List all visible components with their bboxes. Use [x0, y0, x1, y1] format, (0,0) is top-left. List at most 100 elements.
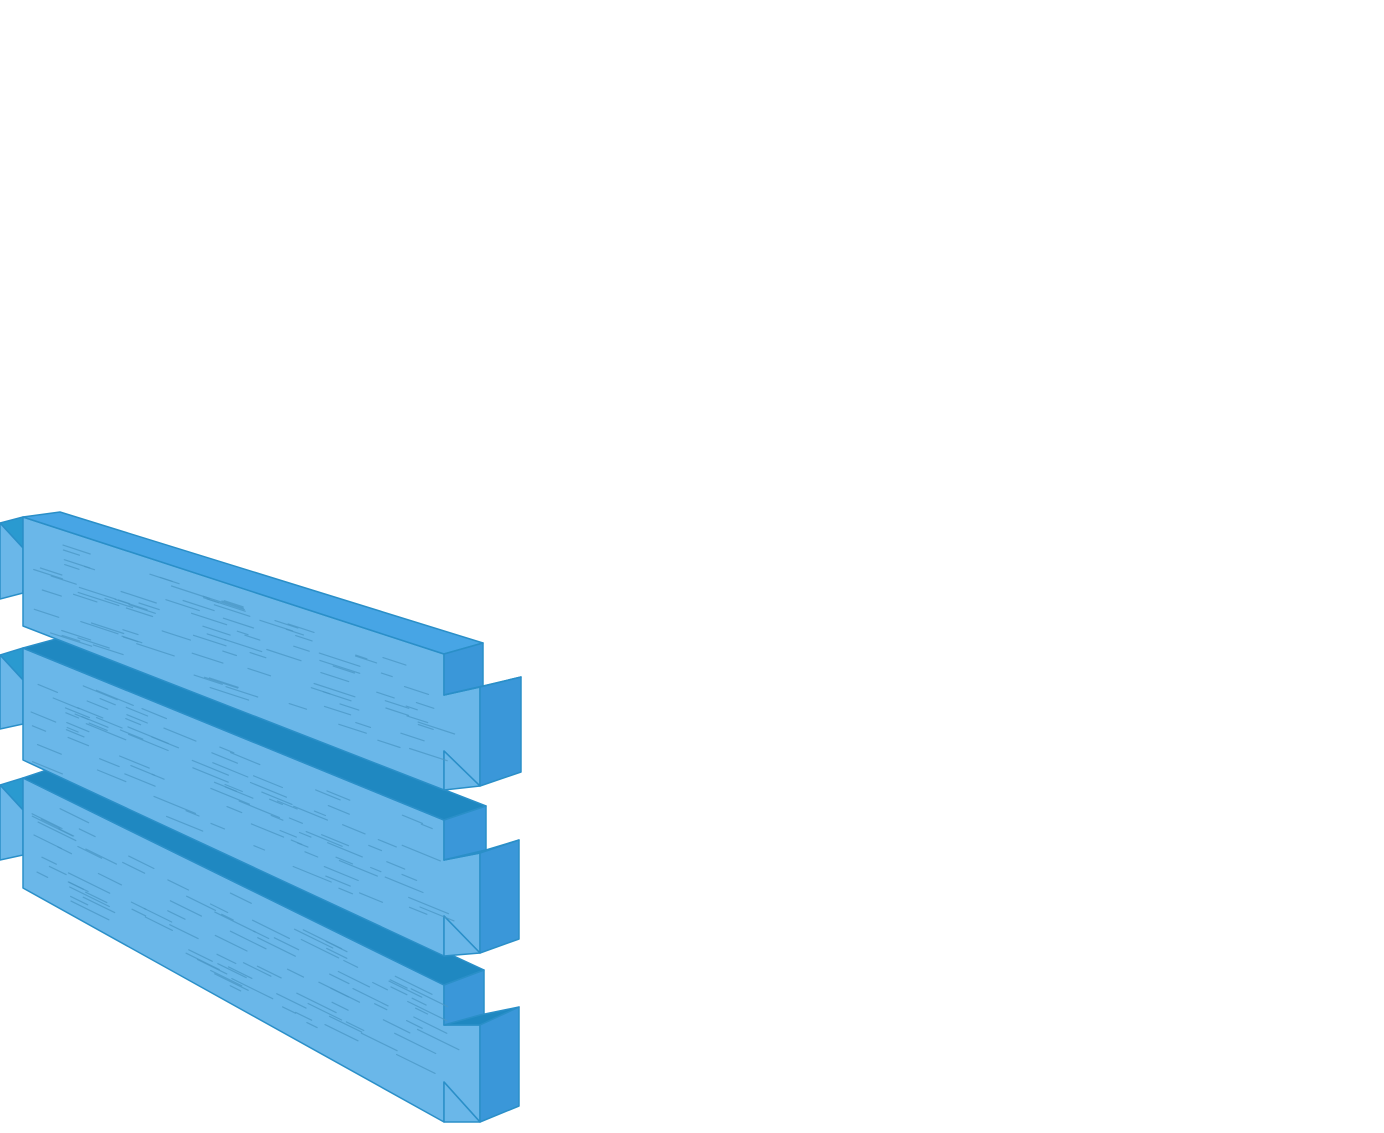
- grain-mark: [323, 865, 359, 882]
- grain-mark: [337, 970, 371, 988]
- grain-mark: [65, 712, 80, 719]
- grain-mark: [214, 934, 248, 952]
- grain-mark: [130, 901, 147, 910]
- grain-mark: [136, 643, 175, 657]
- grain-mark: [72, 593, 98, 603]
- grain-mark: [69, 895, 89, 906]
- grain-mark: [128, 733, 169, 752]
- grain-mark: [407, 1000, 448, 1022]
- grain-mark: [386, 861, 406, 870]
- grain-mark: [88, 722, 108, 732]
- grain-mark: [222, 650, 237, 657]
- grain-mark: [269, 798, 283, 806]
- grain-mark: [293, 928, 334, 949]
- grain-mark: [251, 919, 290, 940]
- grain-mark: [202, 625, 231, 636]
- grain-mark: [313, 810, 326, 817]
- grain-mark: [302, 929, 343, 950]
- grain-mark: [131, 908, 147, 917]
- grain-mark: [92, 644, 124, 656]
- grain-mark: [396, 1053, 436, 1075]
- grain-mark: [166, 815, 204, 832]
- grain-mark: [403, 685, 430, 696]
- grain-mark: [182, 599, 215, 612]
- grain-mark: [323, 705, 352, 716]
- grain-mark: [419, 906, 455, 922]
- grain-mark: [377, 739, 401, 749]
- grain-mark: [360, 1032, 398, 1052]
- grain-mark: [226, 805, 243, 814]
- grain-mark: [394, 1032, 437, 1055]
- grain-mark: [191, 612, 228, 626]
- grain-mark: [82, 896, 116, 914]
- grain-mark: [279, 829, 297, 838]
- grain-mark: [420, 823, 433, 830]
- grain-mark: [36, 743, 62, 755]
- grain-mark: [319, 659, 361, 674]
- grain-mark: [33, 568, 64, 580]
- grain-mark: [359, 892, 384, 903]
- wood-grain: [30, 544, 460, 1075]
- grain-mark: [298, 831, 312, 838]
- grain-mark: [128, 855, 155, 870]
- grain-mark: [125, 607, 154, 618]
- grain-mark: [128, 604, 156, 614]
- grain-mark: [327, 842, 363, 858]
- grain-mark: [78, 586, 117, 600]
- grain-mark: [125, 706, 149, 717]
- grain-mark: [126, 714, 148, 724]
- grain-mark: [208, 677, 239, 688]
- grain-mark: [417, 723, 434, 731]
- grain-mark: [202, 597, 246, 612]
- grain-mark: [141, 707, 167, 720]
- grain-mark: [204, 676, 239, 689]
- grain-mark: [339, 703, 360, 711]
- grain-mark: [169, 924, 199, 940]
- grain-mark: [388, 980, 423, 998]
- grain-mark: [327, 804, 350, 815]
- grain-mark: [313, 682, 356, 698]
- grain-mark: [328, 1015, 363, 1033]
- grain-mark: [376, 691, 395, 699]
- grain-mark: [342, 824, 366, 835]
- grain-mark: [355, 721, 372, 729]
- grain-mark: [30, 711, 57, 723]
- grain-mark: [98, 758, 120, 768]
- grain-mark: [33, 834, 63, 850]
- grain-mark: [230, 751, 261, 766]
- grain-mark: [377, 838, 397, 848]
- grain-mark: [119, 729, 144, 740]
- grain-mark: [329, 973, 350, 985]
- grain-mark: [125, 717, 142, 726]
- grain-mark: [67, 872, 111, 894]
- grain-mark: [343, 959, 359, 968]
- grain-mark: [85, 848, 118, 865]
- grain-mark: [415, 701, 435, 709]
- grain-mark: [82, 685, 118, 701]
- grain-mark: [159, 576, 173, 582]
- grain-mark: [282, 1006, 297, 1014]
- grain-mark: [70, 900, 110, 921]
- grain-mark: [191, 759, 229, 776]
- grain-mark: [338, 859, 378, 877]
- grain-mark: [253, 845, 266, 851]
- grain-mark: [249, 781, 287, 798]
- grain-mark: [384, 876, 424, 894]
- grain-mark: [355, 654, 368, 660]
- grain-mark: [401, 873, 418, 882]
- grain-mark: [213, 604, 251, 617]
- grain-mark: [210, 822, 226, 830]
- grain-mark: [124, 773, 156, 787]
- grain-mark: [95, 716, 123, 729]
- grain-mark: [95, 689, 134, 707]
- grain-mark: [223, 600, 244, 608]
- grain-mark: [229, 892, 252, 904]
- grain-mark: [33, 608, 60, 618]
- beam-bottom-end-right: [479, 1006, 520, 1123]
- grain-mark: [41, 856, 57, 865]
- grain-mark: [59, 808, 90, 824]
- grain-mark: [400, 732, 425, 742]
- grain-mark: [253, 930, 270, 940]
- grain-mark: [295, 1011, 313, 1021]
- grain-mark: [161, 630, 191, 641]
